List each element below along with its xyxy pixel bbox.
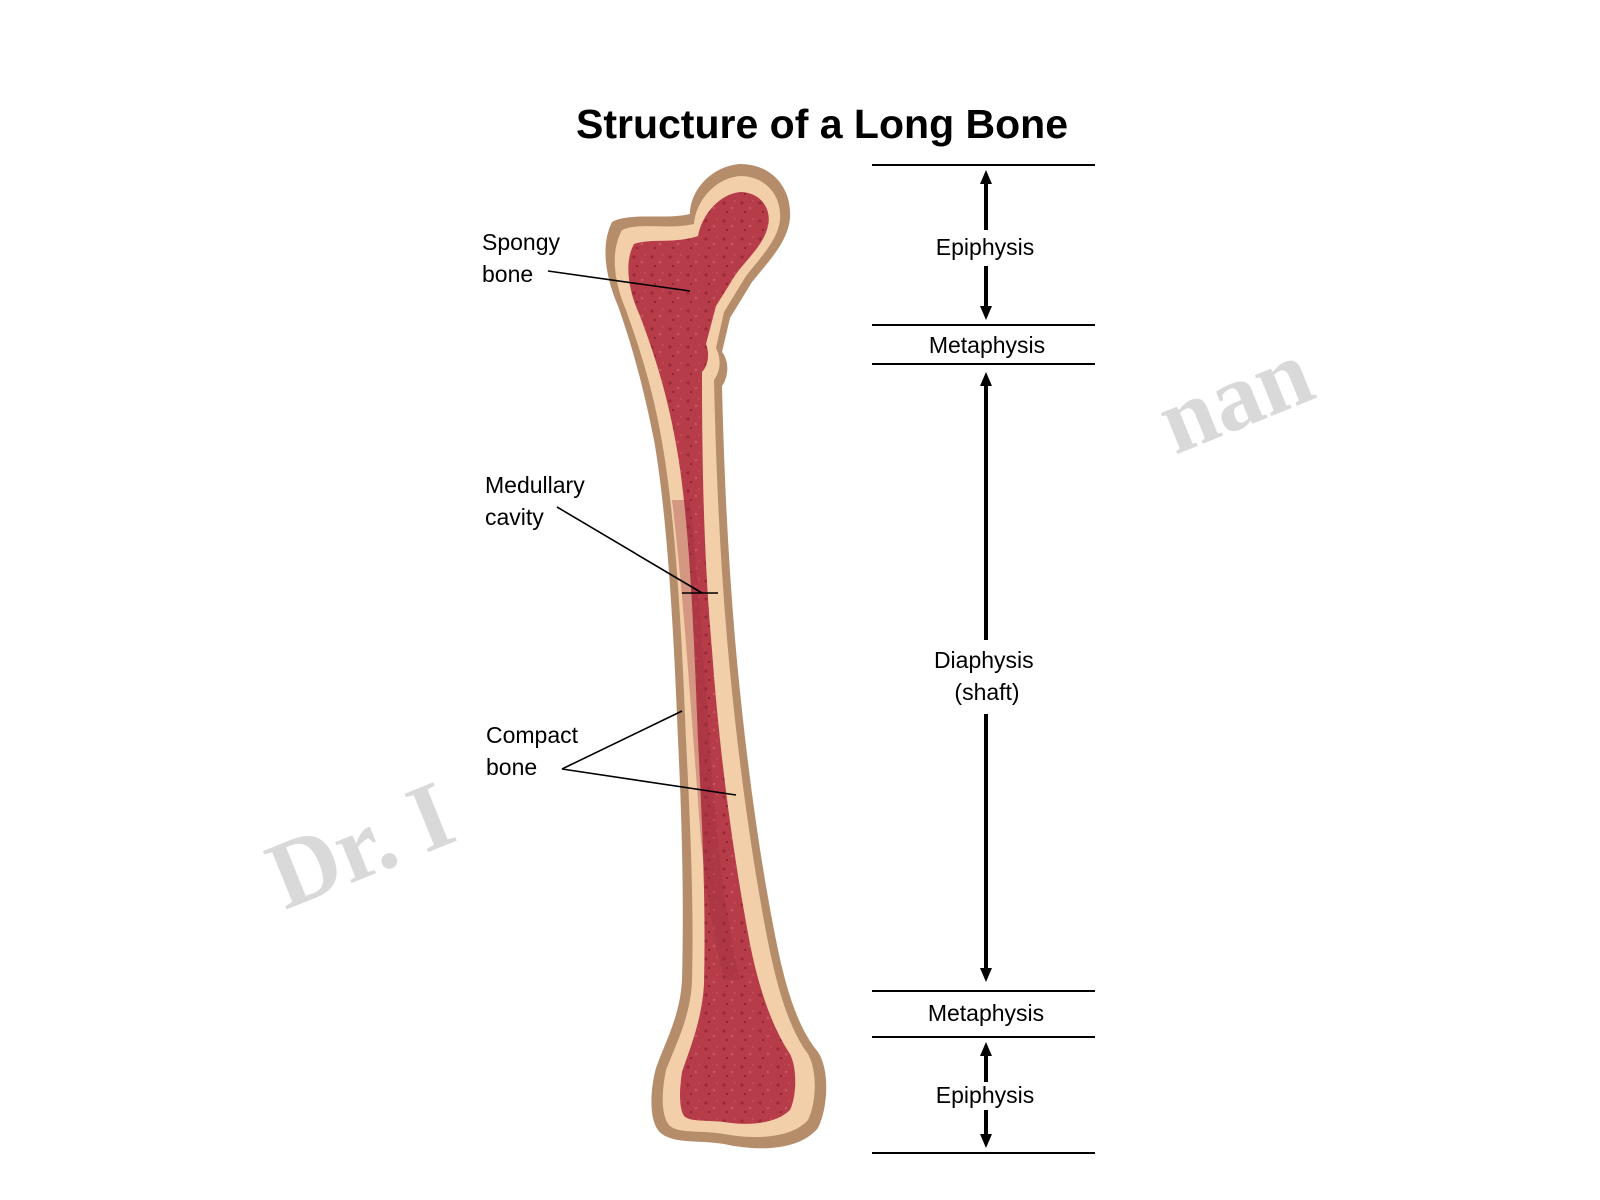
arrowhead-epiphysis-bottom-up	[980, 1042, 992, 1056]
diagram-title: Structure of a Long Bone	[576, 101, 1068, 147]
arrowhead-diaphysis-down	[980, 968, 992, 982]
marrow-interior	[628, 192, 796, 1124]
label-compact-bone-line1: Compact	[486, 722, 579, 748]
region-diaphysis: Diaphysis (shaft)	[934, 647, 1040, 705]
leader-medullary-cavity	[556, 506, 703, 594]
label-spongy-bone-line1: Spongy	[482, 229, 561, 255]
region-metaphysis-bottom: Metaphysis	[928, 1000, 1044, 1026]
region-diaphysis-line1: Diaphysis	[934, 647, 1034, 673]
medullary-shading	[672, 500, 740, 980]
label-medullary-cavity-line1: Medullary	[485, 472, 585, 498]
region-epiphysis-top: Epiphysis	[936, 234, 1034, 260]
leader-compact-bone-upper	[561, 710, 683, 770]
label-medullary-cavity-line2: cavity	[485, 504, 544, 530]
arrowhead-epiphysis-top-down	[980, 306, 992, 320]
arrowhead-epiphysis-bottom-down	[980, 1134, 992, 1148]
label-medullary-cavity: Medullary cavity	[485, 472, 591, 530]
label-compact-bone-line2: bone	[486, 754, 537, 780]
watermark-right: nan	[1143, 317, 1327, 474]
leader-compact-bone-lower	[561, 768, 737, 796]
arrowhead-epiphysis-top-up	[980, 170, 992, 184]
label-spongy-bone: Spongy bone	[482, 229, 566, 287]
watermark-left: Dr. I	[253, 760, 468, 930]
label-compact-bone: Compact bone	[486, 722, 584, 780]
label-spongy-bone-line2: bone	[482, 261, 533, 287]
region-metaphysis-top: Metaphysis	[929, 332, 1045, 358]
region-diaphysis-line2: (shaft)	[954, 679, 1019, 705]
compact-bone-layer	[614, 176, 815, 1138]
leader-spongy-bone	[547, 270, 691, 292]
arrowhead-diaphysis-up	[980, 372, 992, 386]
region-epiphysis-bottom: Epiphysis	[936, 1082, 1034, 1108]
